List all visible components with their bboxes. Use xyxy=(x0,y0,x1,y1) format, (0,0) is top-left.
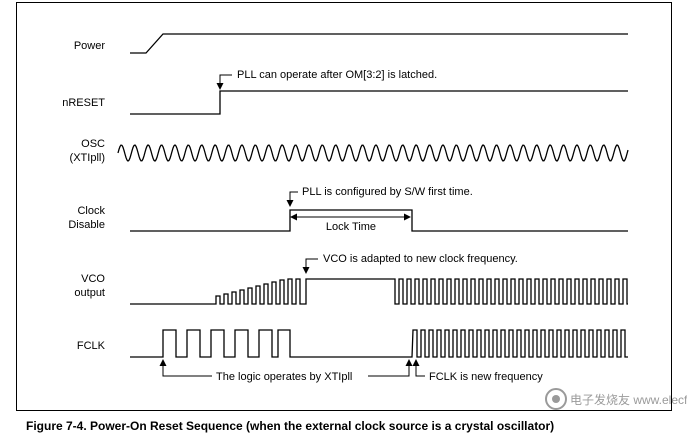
lock-time-label: Lock Time xyxy=(326,221,376,233)
fclk-new-arrowhead xyxy=(412,359,420,366)
clock-disable-waveform xyxy=(130,209,628,232)
signal-label-xtipll: (XTIpll) xyxy=(70,152,105,164)
logic-xtipll-arrow-right xyxy=(368,365,410,377)
logic-xtipll-arrowhead-right xyxy=(405,359,413,366)
logic-xtipll-arrow xyxy=(162,365,212,377)
vco-adapted-arrowhead xyxy=(302,267,310,274)
signal-label-vco: VCO xyxy=(81,273,105,285)
osc-waveform xyxy=(117,144,629,162)
vco-output-waveform xyxy=(130,278,628,305)
logic-xtipll-note: The logic operates by XTIpll xyxy=(216,371,352,383)
pll-latched-arrowhead xyxy=(216,83,224,90)
signal-label-nreset: nRESET xyxy=(62,97,105,109)
fclk-new-note: FCLK is new frequency xyxy=(429,371,543,383)
fclk-waveform xyxy=(130,329,628,358)
pll-latched-arrow xyxy=(219,74,232,84)
pll-configured-arrow xyxy=(289,191,298,201)
watermark-logo: 电子发烧友 www.elecfans.com xyxy=(545,388,687,410)
vco-adapted-arrow xyxy=(305,258,318,268)
pll-configured-note: PLL is configured by S/W first time. xyxy=(302,186,473,198)
nreset-waveform xyxy=(130,90,628,115)
fclk-new-arrow xyxy=(415,365,425,377)
lock-time-right-arrowhead xyxy=(404,213,411,221)
signal-label-disable: Disable xyxy=(68,219,105,231)
pll-latched-note: PLL can operate after OM[3:2] is latched… xyxy=(237,69,437,81)
power-waveform xyxy=(130,33,628,54)
signal-label-osc: OSC xyxy=(81,138,105,150)
logic-xtipll-arrowhead xyxy=(159,359,167,366)
signal-label-fclk: FCLK xyxy=(77,340,106,352)
signal-label-output: output xyxy=(74,287,105,299)
diagram-frame xyxy=(16,2,672,411)
signal-label-power: Power xyxy=(74,40,106,52)
watermark-text: 电子发烧友 www.elecfans.com xyxy=(570,392,687,407)
lock-time-left-arrowhead xyxy=(290,213,297,221)
signal-label-clock: Clock xyxy=(77,205,105,217)
pll-configured-arrowhead xyxy=(286,200,294,207)
vco-adapted-note: VCO is adapted to new clock frequency. xyxy=(323,253,518,265)
figure-caption: Figure 7-4. Power-On Reset Sequence (whe… xyxy=(26,419,554,433)
